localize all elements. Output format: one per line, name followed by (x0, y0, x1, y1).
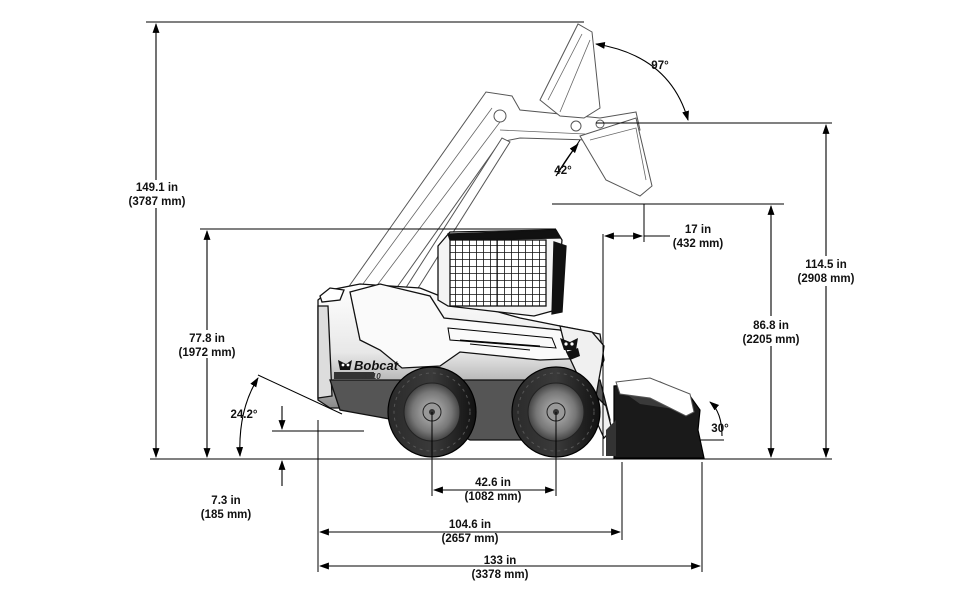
dim-length-with-bucket: 133 in (3378 mm) (319, 462, 703, 581)
model-label: S510 (362, 372, 381, 381)
departure-angle: 24.2° (231, 409, 258, 421)
dump-reach-in: 17 in (685, 224, 711, 236)
dim-dump-angle: 42° (554, 139, 581, 177)
rollback-angle-ground: 30° (711, 423, 729, 435)
dim-ground-clearance: 7.3 in (185 mm) (201, 406, 364, 521)
length-without-bucket-in: 104.6 in (449, 519, 491, 531)
dim-hinge-pin-height: 114.5 in (2908 mm) (596, 122, 860, 458)
bobcat-head-logo-icon (338, 360, 352, 370)
height-to-cab-in: 77.8 in (189, 333, 225, 345)
overall-height-mm: (3787 mm) (129, 196, 186, 208)
dim-length-without-bucket: 104.6 in (2657 mm) (317, 420, 623, 572)
bucket-ground (606, 377, 705, 459)
dim-wheelbase: 42.6 in (1082 mm) (431, 412, 557, 503)
dim-dump-reach: 17 in (432 mm) (602, 204, 724, 456)
length-with-bucket-in: 133 in (484, 555, 517, 567)
cab-cage-window (449, 239, 547, 307)
dim-rollback-angle-raised: 97° (595, 42, 689, 121)
hinge-pin-height-mm: (2908 mm) (798, 273, 855, 285)
hinge-pin-height-in: 114.5 in (805, 259, 847, 271)
wheelbase-mm: (1082 mm) (465, 491, 522, 503)
rollback-angle-raised: 97° (651, 60, 669, 72)
dim-departure-angle: 24.2° (231, 374, 343, 457)
length-without-bucket-mm: (2657 mm) (442, 533, 499, 545)
dump-height-in: 86.8 in (753, 320, 789, 332)
dim-rollback-angle-ground: 30° (700, 401, 729, 441)
overall-height-in: 149.1 in (136, 182, 178, 194)
dim-overall-height: 149.1 in (3787 mm) (124, 21, 584, 458)
dump-reach-mm: (432 mm) (673, 238, 724, 250)
length-with-bucket-mm: (3378 mm) (472, 569, 529, 581)
ground-clearance-mm: (185 mm) (201, 509, 252, 521)
dim-height-to-cab: 77.8 in (1972 mm) (176, 228, 556, 458)
dump-height-mm: (2205 mm) (743, 334, 800, 346)
ground-clearance-in: 7.3 in (211, 495, 240, 507)
bobcat-head-logo-front-icon (560, 338, 580, 360)
dim-dump-height: 86.8 in (2205 mm) (552, 203, 804, 458)
height-to-cab-mm: (1972 mm) (179, 347, 236, 359)
raised-lift-arm-ghost (344, 23, 653, 305)
brand-logo: Bobcat (354, 358, 399, 373)
dump-angle: 42° (554, 165, 572, 177)
wheelbase-in: 42.6 in (475, 477, 511, 489)
